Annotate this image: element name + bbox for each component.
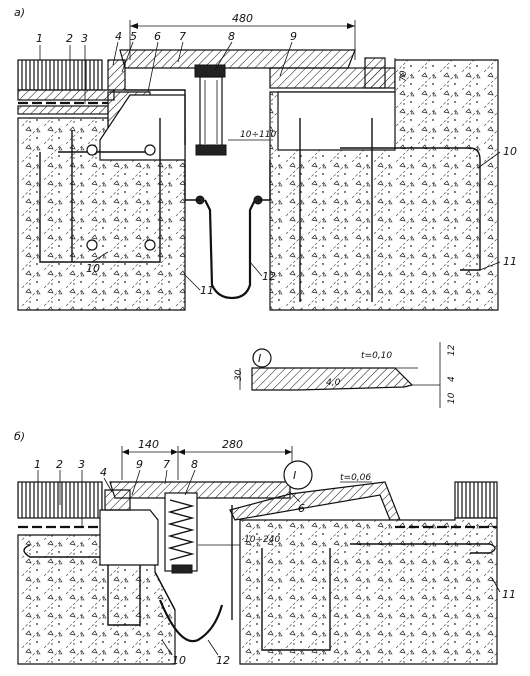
embed-right: [277, 91, 396, 151]
dim-70: 70: [399, 70, 409, 82]
section-a: а) 480: [14, 6, 517, 311]
screed-left: [17, 89, 115, 101]
svg-text:11: 11: [503, 255, 517, 268]
svg-text:10: 10: [503, 145, 517, 158]
slab-right-b: [239, 517, 498, 665]
callouts-b: 1 2 3 4 9 7 8 6 10 11 12: [34, 458, 516, 667]
dim-140: 140: [138, 438, 159, 451]
part-a-label: а): [14, 6, 25, 19]
cover-plate: [119, 49, 356, 69]
svg-text:I: I: [258, 352, 261, 365]
dim-480: 480: [129, 12, 356, 60]
svg-text:2: 2: [56, 458, 63, 471]
svg-text:12: 12: [216, 654, 230, 667]
bolt-8: [199, 76, 223, 148]
svg-text:11: 11: [200, 284, 214, 297]
svg-text:t=0,10: t=0,10: [361, 351, 392, 361]
spring-housing: [164, 492, 198, 572]
svg-text:6: 6: [154, 30, 161, 43]
detail-i-marker: [252, 348, 272, 368]
section-b: б) 140 280: [14, 430, 516, 667]
dim-gap-a: 10÷110: [240, 130, 276, 140]
svg-text:10: 10: [447, 392, 457, 404]
svg-text:8: 8: [191, 458, 198, 471]
svg-text:1: 1: [34, 458, 41, 471]
svg-text:I: I: [293, 469, 296, 482]
dim-t-b: t=0,06: [340, 473, 371, 483]
compensator-b: [158, 599, 224, 643]
svg-text:10: 10: [172, 654, 186, 667]
cover-b: [109, 481, 291, 499]
svg-text:12: 12: [447, 344, 457, 356]
svg-text:3: 3: [78, 458, 85, 471]
compensator-12: [204, 199, 256, 300]
part-b-label: б): [14, 430, 25, 443]
callouts-a: 1 2 3 4 5 6 7 8 9 10 10 11 11 12: [36, 30, 517, 297]
svg-text:1: 1: [36, 32, 43, 45]
svg-text:30: 30: [234, 369, 244, 381]
svg-text:7: 7: [163, 458, 170, 471]
svg-text:4: 4: [447, 376, 457, 382]
svg-text:9: 9: [290, 30, 297, 43]
svg-text:10: 10: [86, 262, 100, 275]
floor-finish-left: [17, 59, 103, 91]
svg-text:4: 4: [115, 30, 122, 43]
detail-i: I 30 4,0 t=0,10 12 4 10: [234, 342, 457, 408]
dim-280: 280: [222, 438, 243, 451]
svg-text:6: 6: [298, 502, 305, 515]
svg-text:12: 12: [262, 270, 276, 283]
dim-gap-b: 10÷240: [244, 535, 280, 545]
detail-i-ref: [283, 460, 313, 490]
svg-text:5: 5: [130, 30, 137, 43]
svg-text:3: 3: [81, 32, 88, 45]
dim-480-text: 480: [232, 12, 253, 25]
svg-text:4: 4: [100, 466, 107, 479]
svg-text:8: 8: [228, 30, 235, 43]
svg-text:9: 9: [136, 458, 143, 471]
svg-text:4,0: 4,0: [326, 378, 341, 388]
svg-text:7: 7: [179, 30, 186, 43]
svg-text:11: 11: [502, 588, 516, 601]
svg-text:2: 2: [66, 32, 73, 45]
